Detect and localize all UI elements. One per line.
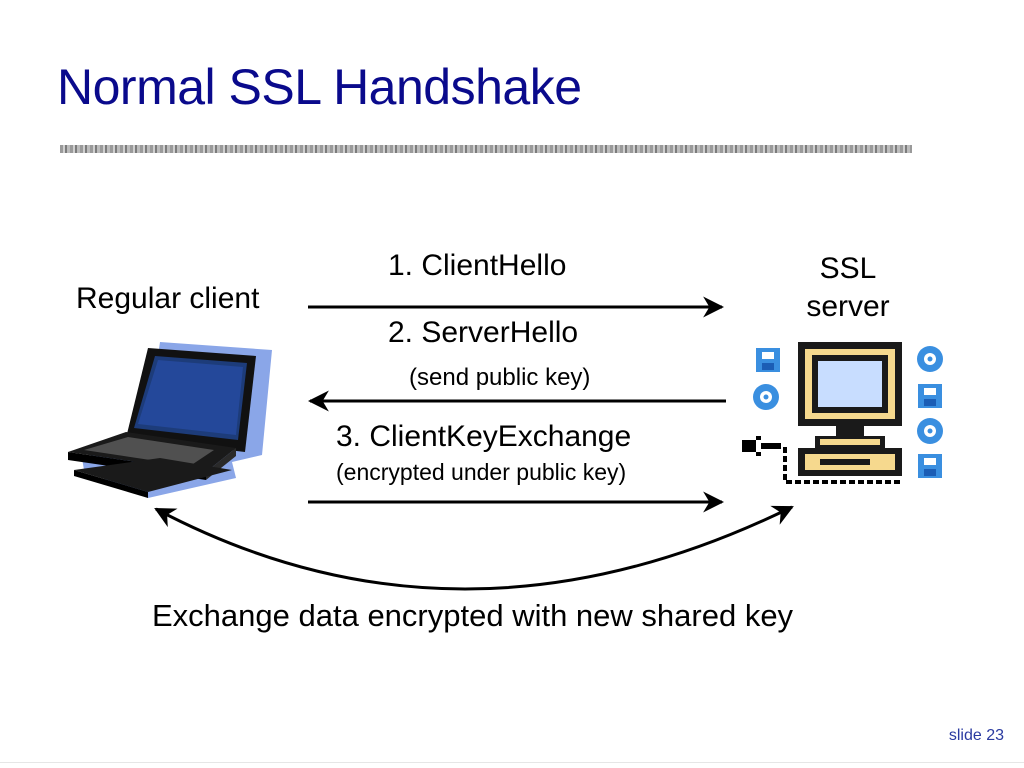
footer-divider bbox=[0, 762, 1024, 763]
server-computer-icon bbox=[783, 342, 902, 484]
cd-icon bbox=[917, 346, 943, 372]
message-label: 2. ServerHello bbox=[388, 316, 579, 349]
exchange-label: Exchange data encrypted with new shared … bbox=[152, 598, 794, 633]
laptop-icon bbox=[68, 342, 272, 498]
cd-icon bbox=[753, 384, 779, 410]
slide-title: Normal SSL Handshake bbox=[57, 59, 582, 115]
disk-icon bbox=[918, 454, 942, 478]
server-label: SSL server bbox=[796, 250, 900, 326]
client-label: Regular client bbox=[76, 282, 260, 315]
message-label: 1. ClientHello bbox=[388, 249, 567, 282]
message-label: 3. ClientKeyExchange bbox=[336, 420, 632, 453]
disk-icon bbox=[756, 348, 780, 372]
cd-icon bbox=[917, 418, 943, 444]
server-label-line1: SSL bbox=[819, 252, 877, 285]
title-divider bbox=[60, 145, 912, 153]
slide-number: slide 23 bbox=[948, 727, 1004, 744]
server-label-line2: server bbox=[806, 290, 890, 323]
arrow-data-exchange bbox=[154, 505, 794, 591]
message-sublabel: (encrypted under public key) bbox=[336, 459, 627, 485]
disk-icon bbox=[918, 384, 942, 408]
message-sublabel: (send public key) bbox=[409, 364, 591, 391]
plug-icon bbox=[742, 436, 781, 456]
